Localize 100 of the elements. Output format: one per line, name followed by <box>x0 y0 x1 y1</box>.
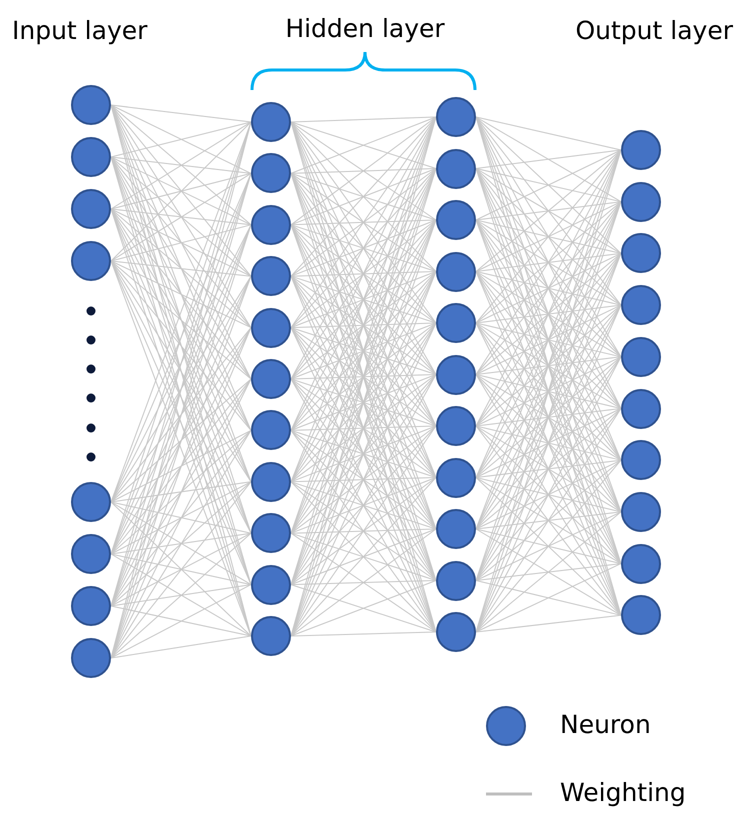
weight-line <box>476 168 622 202</box>
weight-line <box>476 460 622 632</box>
weight-line <box>110 584 252 658</box>
weight-line <box>110 532 252 606</box>
weight-line <box>290 580 436 586</box>
weight-line <box>476 356 622 530</box>
weight-line <box>476 477 622 564</box>
legend-text: Neuron <box>560 710 651 740</box>
neuron-circle <box>436 354 476 394</box>
weight-line <box>476 252 622 272</box>
weight-line <box>110 156 252 277</box>
weight-line <box>476 460 622 478</box>
weight-line <box>476 374 622 461</box>
neuron-circle <box>71 137 111 177</box>
neuron-circle <box>251 616 291 656</box>
weight-line <box>476 356 622 478</box>
weight-line <box>110 636 252 658</box>
weight-line <box>476 426 622 564</box>
neuron-circle <box>436 303 476 343</box>
neuron-circle <box>436 406 476 446</box>
neuron-circle <box>71 638 111 678</box>
weight-line <box>110 430 252 502</box>
neuron-circle <box>251 513 291 554</box>
neuron-circle <box>251 308 291 348</box>
neuron-circle <box>436 458 476 498</box>
weight-line <box>476 426 622 616</box>
weight-line <box>476 201 622 272</box>
weight-line <box>290 632 436 636</box>
weight-line <box>476 271 622 306</box>
weight-line <box>476 374 622 512</box>
neuron-circle <box>436 509 476 549</box>
weight-line <box>476 528 622 564</box>
neuron-circle <box>621 595 661 636</box>
weight-line <box>476 426 622 461</box>
weight-line <box>290 220 436 226</box>
layer-label: Output layer <box>575 16 733 46</box>
weight-line <box>110 260 252 328</box>
weight-line <box>476 271 622 409</box>
neuron-circle <box>436 148 476 188</box>
weight-line <box>476 150 622 324</box>
weight-line <box>476 460 622 530</box>
neuron-circle <box>436 612 476 652</box>
neuron-circle <box>436 560 476 600</box>
layer-label: Hidden layer <box>285 14 445 44</box>
weight-line <box>110 532 252 658</box>
neuron-circle <box>251 564 291 605</box>
weight-line <box>110 104 252 122</box>
weight-line <box>476 220 622 254</box>
weight-line <box>476 252 622 426</box>
weight-line <box>476 477 622 616</box>
weight-line <box>476 168 622 306</box>
weight-line <box>476 426 622 512</box>
neuron-circle <box>621 233 661 274</box>
weight-line <box>290 168 436 174</box>
weight-line <box>476 168 622 254</box>
weight-line <box>110 481 252 502</box>
weight-line <box>110 122 252 158</box>
weight-line <box>110 481 252 606</box>
weight-line <box>110 378 252 554</box>
weight-line <box>290 426 436 431</box>
weight-line <box>110 122 252 210</box>
weight-line <box>110 156 252 174</box>
weight-line <box>476 304 622 426</box>
weight-line <box>290 322 436 328</box>
weight-line <box>476 150 622 220</box>
weight-line <box>110 104 252 277</box>
neuron-circle <box>436 252 476 292</box>
weight-line <box>110 502 252 586</box>
neuron-circle <box>436 200 476 240</box>
weight-line <box>476 304 622 478</box>
weight-line <box>110 208 252 277</box>
weight-line <box>110 378 252 502</box>
neuron-circle <box>71 586 111 626</box>
weight-line <box>476 201 622 324</box>
neuron-circle <box>621 336 661 377</box>
neuron-circle <box>621 130 661 170</box>
weight-line <box>290 528 436 534</box>
weight-line <box>476 322 622 409</box>
weight-line <box>110 172 252 210</box>
weight-line <box>476 374 622 409</box>
weight-line <box>476 580 622 616</box>
weight-line <box>476 408 622 426</box>
neuron-circle <box>251 256 291 296</box>
weight-line <box>476 460 622 581</box>
weight-line <box>476 408 622 530</box>
weight-line <box>476 201 622 220</box>
weight-line <box>110 502 252 534</box>
weight-line <box>476 116 622 254</box>
neuron-circle <box>251 153 291 194</box>
weight-line <box>110 554 252 636</box>
neuron-circle <box>71 85 111 125</box>
weight-line <box>110 104 252 226</box>
weight-line <box>476 220 622 358</box>
neuron-circle <box>251 102 291 142</box>
neuron-circle <box>436 97 476 137</box>
weight-line <box>476 408 622 581</box>
weight-line <box>110 532 252 554</box>
layer-label: Input layer <box>12 16 148 46</box>
neuron-circle <box>71 241 111 281</box>
weight-line <box>476 304 622 375</box>
